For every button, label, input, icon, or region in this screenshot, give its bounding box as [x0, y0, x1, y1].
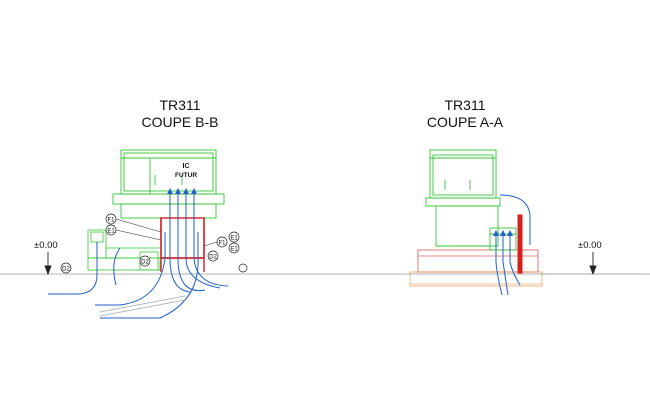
marker-e1-a: E1 [107, 229, 115, 235]
marker-f1-a: F1 [107, 218, 115, 224]
left-title: TR311 COUPE B-B [125, 97, 235, 131]
svg-text-labels: IC FUTUR ±0.00 ±0.00 F1 E1 F1 E1 D2 D2 D… [34, 163, 602, 273]
device-label-line1: IC [183, 163, 190, 170]
cable-arrowheads [167, 188, 197, 194]
marker-circles [60, 213, 248, 274]
marker-f1-b: F1 [218, 241, 226, 247]
marker-d2-a: D2 [62, 267, 70, 273]
right-section-drawing [409, 149, 640, 296]
left-title-line2: COUPE B-B [141, 114, 219, 130]
left-section-drawing [44, 149, 248, 319]
blue-cables [48, 190, 229, 319]
conduits [99, 295, 186, 317]
leader-lines [115, 218, 218, 247]
device-label-line2: FUTUR [175, 172, 197, 179]
marker-e1-c: E1 [230, 236, 238, 242]
level-label-left: ±0.00 [34, 240, 58, 251]
upper-cabinet [112, 149, 225, 219]
red-frame [160, 217, 205, 272]
right-title: TR311 COUPE A-A [410, 97, 520, 131]
right-title-line1: TR311 [444, 97, 486, 113]
left-title-line1: TR311 [159, 97, 201, 113]
marker-e1-b: E1 [230, 247, 238, 253]
floor-slab [409, 271, 543, 287]
marker-d2-c: D2 [209, 255, 217, 261]
blue-cables-right [495, 194, 531, 296]
cable-arrowheads-right [493, 230, 513, 236]
level-marker-left [44, 252, 52, 276]
upper-cabinet-right [425, 149, 501, 247]
right-title-line2: COUPE A-A [426, 114, 504, 130]
marker-d2-b: D2 [141, 260, 149, 266]
level-marker-right [542, 252, 640, 276]
level-label-right: ±0.00 [578, 240, 602, 251]
red-post [517, 214, 523, 274]
